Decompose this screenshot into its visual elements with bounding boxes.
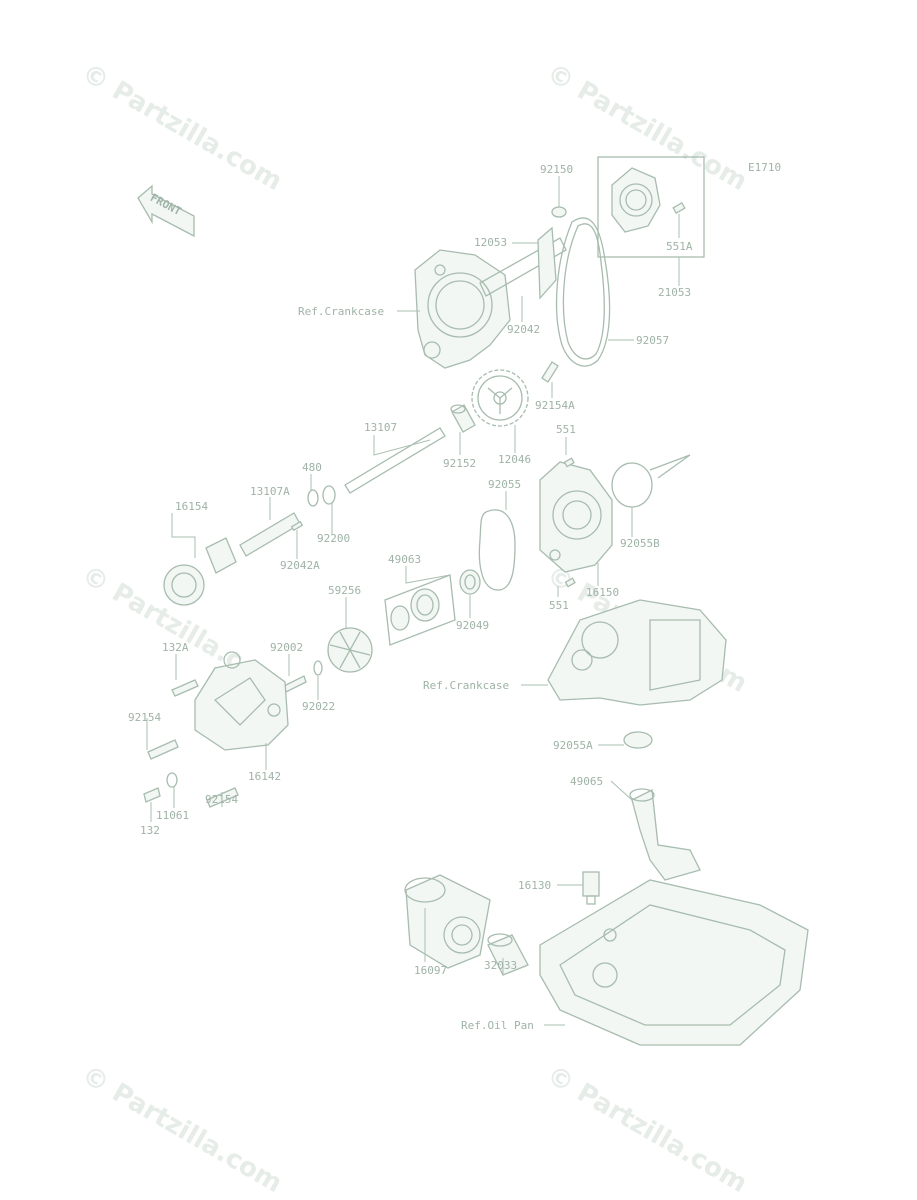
oil-pan-part	[539, 879, 809, 1046]
impeller-59256-part	[327, 627, 373, 673]
label-ref-crankcase-lower: Ref.Crankcase	[423, 679, 509, 692]
dowel-551-part	[563, 457, 576, 588]
watermark-top-left: © Partzilla.com	[77, 58, 288, 197]
label-92049: 92049	[456, 619, 489, 632]
label-92002: 92002	[270, 641, 303, 654]
chain-92057-part	[555, 217, 611, 367]
label-480: 480	[302, 461, 322, 474]
label-11061: 11061	[156, 809, 189, 822]
part-labels: 92150 12053 551A 21053 Ref.Crankcase 920…	[128, 163, 693, 1032]
pump-cover-16142-part	[194, 651, 289, 751]
o-ring-92055A-part	[623, 731, 653, 749]
label-92042A: 92042A	[280, 559, 320, 572]
label-92154-lower: 92154	[205, 793, 238, 806]
label-132A: 132A	[162, 641, 189, 654]
diagram-code: E1710	[748, 161, 781, 174]
label-92200: 92200	[317, 532, 350, 545]
bolt-92154-upper-part	[147, 739, 179, 760]
label-92154A: 92154A	[535, 399, 575, 412]
pin-92042A-part	[290, 520, 304, 532]
label-92022: 92022	[302, 700, 335, 713]
pump-body-16150-part	[539, 461, 613, 573]
label-16097: 16097	[414, 964, 447, 977]
label-92154-upper: 92154	[128, 711, 161, 724]
label-551A: 551A	[666, 240, 693, 253]
washer-92022-part	[313, 660, 323, 676]
label-13107A: 13107A	[250, 485, 290, 498]
pipe-32033-part	[487, 933, 529, 976]
label-12053: 12053	[474, 236, 507, 249]
o-ring-92055B-part	[611, 454, 691, 508]
label-21053: 21053	[658, 286, 691, 299]
label-12046: 12046	[498, 453, 531, 466]
front-arrow-icon: FRONT	[137, 184, 195, 238]
oil-pressure-switch-16130-part	[582, 871, 600, 905]
label-92057: 92057	[636, 334, 669, 347]
gasket-92055-part	[478, 509, 516, 591]
label-92055: 92055	[488, 478, 521, 491]
label-92152: 92152	[443, 457, 476, 470]
shaft-13107-part	[344, 427, 446, 494]
label-ref-oil-pan: Ref.Oil Pan	[461, 1019, 534, 1032]
coupling-16154-part	[163, 537, 237, 606]
cover-21053-part	[597, 156, 705, 258]
oil-filter-16097-part	[404, 874, 491, 969]
seal-kit-49063-part	[384, 569, 481, 646]
label-92055A: 92055A	[553, 739, 593, 752]
ring-92200-part	[322, 485, 336, 505]
label-92042: 92042	[507, 323, 540, 336]
label-32033: 32033	[484, 959, 517, 972]
bolt-92154A-part	[541, 361, 559, 383]
bolt-132-part	[143, 787, 161, 803]
collar-92152-part	[450, 404, 476, 433]
bracket-12053-part	[537, 226, 557, 300]
strainer-49065-part	[629, 788, 701, 881]
label-13107: 13107	[364, 421, 397, 434]
crankcase-lower-part	[547, 599, 727, 706]
sprocket-12046-part	[471, 369, 529, 427]
label-16130: 16130	[518, 879, 551, 892]
bolt-132A-part	[171, 679, 199, 697]
shaft-long-part	[479, 237, 567, 297]
label-16142: 16142	[248, 770, 281, 783]
label-16154: 16154	[175, 500, 208, 513]
plug-92150-part	[551, 206, 567, 218]
label-92055B: 92055B	[620, 537, 660, 550]
bolt-92002-part	[283, 675, 307, 693]
label-551-bottom: 551	[549, 599, 569, 612]
watermark-bottom-right: © Partzilla.com	[542, 1060, 753, 1199]
crankcase-upper-part	[414, 249, 511, 369]
label-132: 132	[140, 824, 160, 837]
label-16150: 16150	[586, 586, 619, 599]
label-49065: 49065	[570, 775, 603, 788]
label-59256: 59256	[328, 584, 361, 597]
leader-lines	[146, 176, 680, 1026]
label-92150: 92150	[540, 163, 573, 176]
label-49063: 49063	[388, 553, 421, 566]
washer-480-part	[307, 489, 319, 507]
washer-11061-part	[166, 772, 178, 788]
label-ref-crankcase-upper: Ref.Crankcase	[298, 305, 384, 318]
watermark-bottom-left: © Partzilla.com	[77, 1060, 288, 1199]
label-551-top: 551	[556, 423, 576, 436]
